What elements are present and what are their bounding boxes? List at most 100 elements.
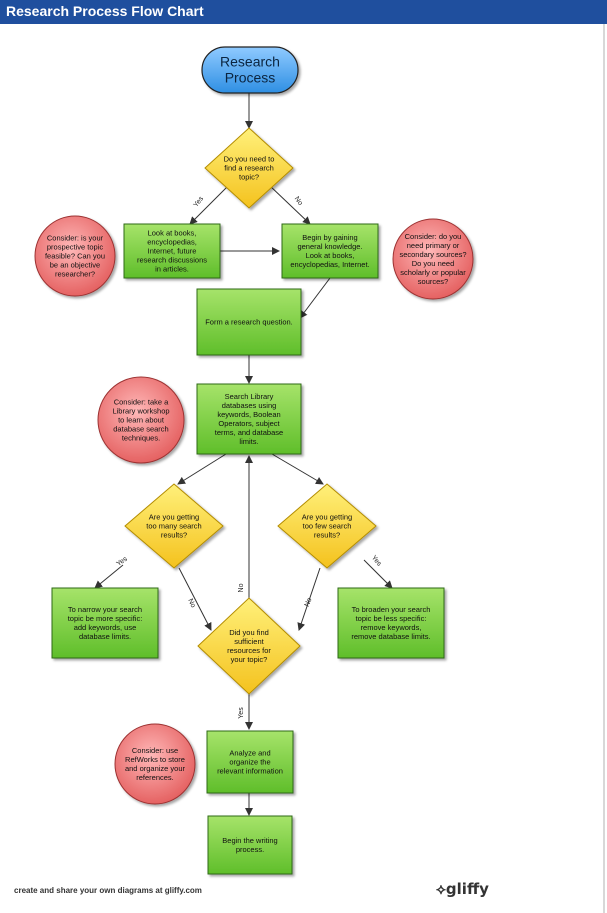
- process-box-shape: [281, 223, 379, 279]
- node-label-line: Analyze and: [229, 749, 270, 758]
- node-label-line: organize the: [229, 758, 270, 767]
- connector-arrow: [189, 184, 230, 225]
- node-label-line: To broaden your search: [352, 605, 431, 614]
- node-label-line: Search Library: [225, 392, 274, 401]
- node-label-line: topic be more specific:: [68, 614, 143, 623]
- connector-arrow: [268, 184, 311, 225]
- consider-circle-shape: [97, 376, 185, 464]
- decision-diamond-shape: [124, 483, 224, 569]
- node-label-line: Do you need to: [224, 155, 275, 164]
- node-look-books: Look at books,encyclopedias,Internet, fu…: [123, 223, 221, 279]
- title-bar: Research Process Flow Chart: [0, 0, 607, 24]
- consider-circle-shape: [114, 723, 196, 805]
- process-box-shape: [51, 587, 159, 659]
- node-label-line: terms, and database: [215, 428, 283, 437]
- edge-label-few-no: No: [304, 597, 314, 608]
- node-label-line: prospective topic: [47, 243, 104, 252]
- connector-arrow: [178, 567, 212, 631]
- node-label-line: sufficient: [234, 637, 264, 646]
- node-label-line: in articles.: [155, 265, 189, 274]
- node-label-line: Are you getting: [149, 513, 199, 522]
- gliffy-logo-icon: ⟡: [436, 880, 446, 898]
- node-label-line: topic be less specific:: [356, 614, 427, 623]
- node-label-line: to learn about: [118, 416, 165, 425]
- node-label-line: too many search: [146, 522, 201, 531]
- node-label-line: be an objective: [50, 261, 100, 270]
- node-label-line: database search: [113, 425, 168, 434]
- consider-circle-shape: [34, 215, 116, 297]
- process-box-shape: [207, 815, 293, 875]
- node-label-line: results?: [161, 531, 187, 540]
- node-label-line: Consider: use: [132, 746, 178, 755]
- node-label-line: scholarly or popular: [400, 268, 466, 277]
- node-label-line: general knowledge.: [297, 242, 362, 251]
- node-label-line: topic?: [239, 173, 259, 182]
- node-label-line: your topic?: [231, 655, 268, 664]
- node-label-line: techniques.: [122, 434, 160, 443]
- process-box-shape: [337, 587, 445, 659]
- node-label-line: and organize your: [125, 764, 186, 773]
- node-label-line: Look at books,: [148, 229, 197, 238]
- edge-label-sufficient-no: No: [238, 583, 245, 592]
- node-label-line: encyclopedias, Internet.: [290, 260, 369, 269]
- connector-arrow: [94, 564, 124, 589]
- node-label-line: too few search: [303, 522, 352, 531]
- node-label-line: find a research: [224, 164, 274, 173]
- node-label-line: limits.: [239, 437, 258, 446]
- edge-label-topic-yes: Yes: [193, 195, 206, 209]
- consider-circle-shape: [392, 218, 474, 300]
- start-terminator-shape: [201, 46, 299, 94]
- diagram-frame: [0, 24, 605, 913]
- node-label-line: Form a research question.: [205, 318, 293, 327]
- decision-diamond-shape: [204, 127, 294, 209]
- node-label-line: results?: [314, 531, 340, 540]
- node-label-line: Consider: do you: [405, 232, 462, 241]
- connector-arrow: [297, 567, 321, 631]
- node-label-line: Begin the writing: [222, 836, 277, 845]
- node-label-line: process.: [236, 845, 264, 854]
- node-label-line: researcher?: [55, 270, 95, 279]
- page-title: Research Process Flow Chart: [6, 3, 204, 19]
- node-label-line: sources?: [418, 277, 448, 286]
- edge-label-many-no: No: [186, 598, 196, 609]
- node-label-line: Operators, subject: [218, 419, 280, 428]
- node-label-line: remove database limits.: [351, 632, 430, 641]
- connector-arrow: [177, 453, 227, 485]
- connector-arrow: [271, 453, 324, 485]
- node-label-line: research discussions: [137, 256, 207, 265]
- node-label-line: RefWorks to store: [125, 755, 185, 764]
- node-label-line: Are you getting: [302, 513, 352, 522]
- process-box-shape: [196, 383, 302, 455]
- process-box-shape: [123, 223, 221, 279]
- node-label-line: references.: [136, 773, 174, 782]
- node-label-line: add keywords, use: [74, 623, 137, 632]
- node-label-line: Did you find: [229, 628, 269, 637]
- process-box-shape: [206, 730, 294, 794]
- node-label: Look at books,encyclopedias,Internet, fu…: [137, 229, 207, 274]
- node-label-line: Look at books,: [306, 251, 355, 260]
- decision-diamond-shape: [197, 597, 301, 695]
- node-label-line: Process: [225, 69, 276, 85]
- gliffy-logo: ⟡gliffy: [436, 880, 489, 898]
